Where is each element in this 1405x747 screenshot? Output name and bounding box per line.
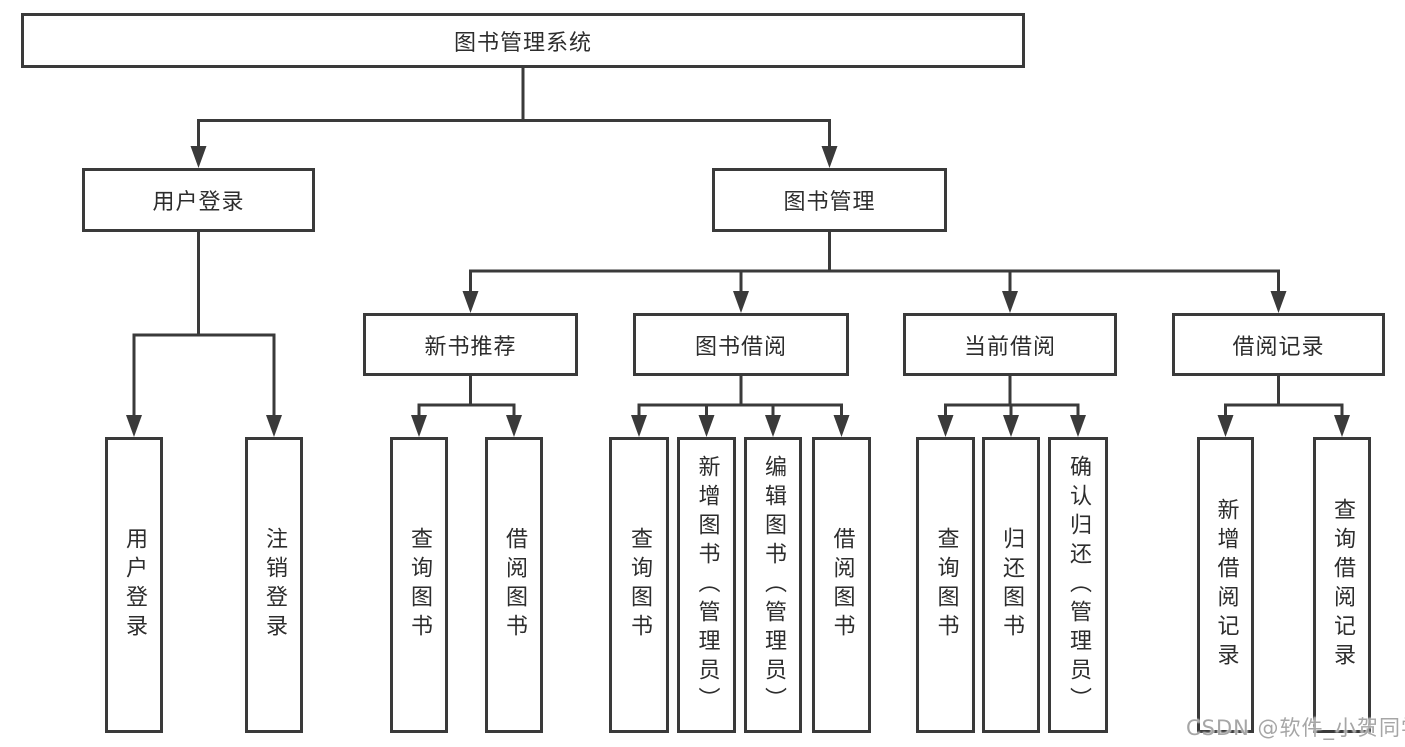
node-book-borrowing: 图书借阅 [633,313,849,376]
leaf-query-borrow-record: 查询借阅记录 [1313,437,1371,733]
leaf-borrow-books-recommend: 借阅图书 [485,437,543,733]
node-label: 图书管理 [783,190,876,215]
leaf-user-login: 用户登录 [105,437,163,733]
leaf-logout: 注销登录 [245,437,303,733]
node-label: 新书推荐 [424,334,517,360]
node-current-borrowing: 当前借阅 [903,313,1117,376]
node-label: 图书管理系统 [453,30,592,56]
node-label: 新增借阅记录 [1213,498,1239,672]
node-label: 编辑图书（管理员） [761,454,786,716]
node-label: 图书借阅 [694,334,787,360]
leaf-return-books: 归还图书 [982,437,1040,733]
node-borrow-records: 借阅记录 [1172,313,1385,376]
node-label: 借阅图书 [502,527,527,643]
node-label: 查询借阅记录 [1330,498,1355,672]
node-label: 用户登录 [122,527,147,643]
node-label: 注销登录 [262,527,287,643]
leaf-add-borrow-record: 新增借阅记录 [1197,437,1254,733]
node-user-login: 用户登录 [82,168,315,232]
node-label: 查询图书 [933,527,959,643]
node-label: 确认归还（管理员） [1066,454,1091,716]
node-book-management: 图书管理 [712,168,947,232]
tree-connector-paths [132,68,1344,416]
node-label: 用户登录 [152,190,245,215]
node-label: 新增图书（管理员） [694,454,720,716]
leaf-borrow-books: 借阅图书 [812,437,871,733]
csdn-watermark: CSDN @软件_小贺同学 [1186,716,1405,740]
leaf-add-books-admin: 新增图书（管理员） [677,437,736,733]
node-label: 归还图书 [999,527,1024,643]
leaf-query-books-borrowing: 查询图书 [609,437,669,733]
leaf-edit-books-admin: 编辑图书（管理员） [744,437,802,733]
node-label: 当前借阅 [963,334,1056,360]
node-new-book-recommend: 新书推荐 [363,313,578,376]
leaf-confirm-return-admin: 确认归还（管理员） [1048,437,1108,733]
node-label: 查询图书 [407,527,432,643]
node-label: 借阅记录 [1232,334,1325,360]
node-label: 借阅图书 [829,527,855,643]
leaf-query-books-recommend: 查询图书 [390,437,448,733]
node-label: 查询图书 [627,527,652,643]
leaf-query-books-current: 查询图书 [916,437,975,733]
node-root-system: 图书管理系统 [21,13,1025,68]
